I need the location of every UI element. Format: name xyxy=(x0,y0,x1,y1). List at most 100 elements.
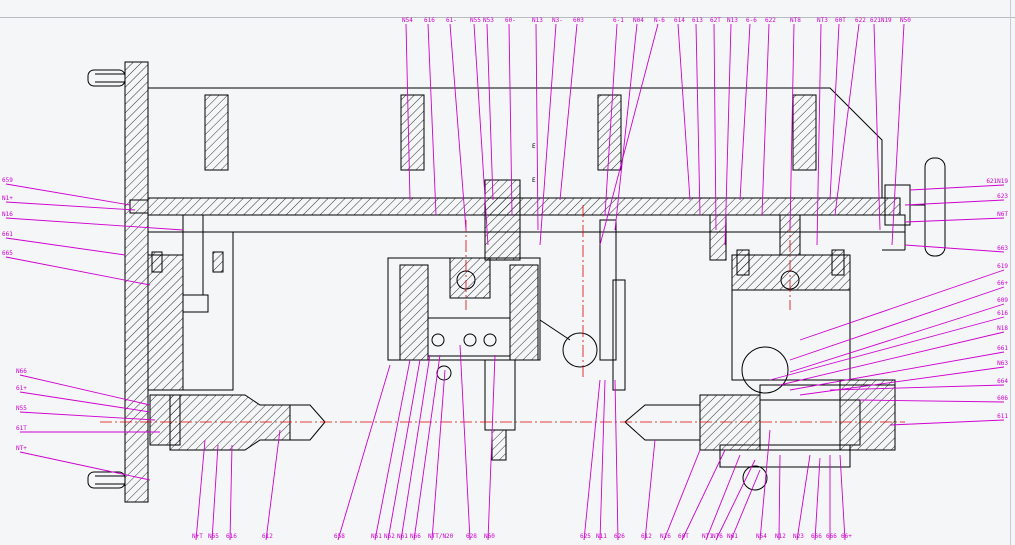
part-label[interactable]: N61 xyxy=(727,533,738,540)
viewport-edge xyxy=(1010,0,1011,545)
leader-line xyxy=(374,359,411,541)
part-label[interactable]: N55 xyxy=(16,405,27,412)
clamp-lever xyxy=(484,179,521,261)
part-label[interactable]: 661 xyxy=(997,345,1008,352)
part-label[interactable]: 612 xyxy=(641,533,652,540)
marker: E xyxy=(532,143,536,150)
lead-screw xyxy=(147,197,901,216)
part-label[interactable]: N55 xyxy=(470,17,481,24)
leader-line xyxy=(873,23,881,231)
part-label[interactable]: 612 xyxy=(262,533,273,540)
left-center-body xyxy=(169,394,291,451)
part-label[interactable]: N04 xyxy=(633,17,644,24)
part-label[interactable]: NTT/N20 xyxy=(428,533,454,540)
part-label[interactable]: NT3 xyxy=(817,17,828,24)
part-label[interactable]: NT8 xyxy=(790,17,801,24)
leader-line xyxy=(715,459,756,541)
part-label[interactable]: 60- xyxy=(505,17,516,24)
part-label[interactable]: N61 xyxy=(397,533,408,540)
part-label[interactable]: 616 xyxy=(424,17,435,24)
part-label[interactable]: 623 xyxy=(997,193,1008,200)
part-label[interactable]: 62T xyxy=(710,17,721,24)
part-label[interactable]: N6T xyxy=(997,211,1008,218)
part-label[interactable]: N65 xyxy=(208,533,219,540)
leader-line xyxy=(724,23,732,246)
part-label[interactable]: N66 xyxy=(16,368,27,375)
part-label[interactable]: N13 xyxy=(727,17,738,24)
part-label[interactable]: N53 xyxy=(483,17,494,24)
part-label[interactable]: N12 xyxy=(775,533,786,540)
part-label[interactable]: N63 xyxy=(997,360,1008,367)
leader-line xyxy=(789,351,1005,391)
part-label[interactable]: 60T xyxy=(678,533,689,540)
part-label[interactable]: 658 xyxy=(334,533,345,540)
part-label[interactable]: 66+ xyxy=(997,280,1008,287)
part-label[interactable]: N54 xyxy=(756,533,767,540)
part-label[interactable]: 659 xyxy=(2,177,13,184)
leader-line xyxy=(559,23,578,201)
part-label[interactable]: N60 xyxy=(484,533,495,540)
part-label[interactable]: 664 xyxy=(997,378,1008,385)
part-label[interactable]: 614 xyxy=(674,17,685,24)
part-label[interactable]: 622 xyxy=(855,17,866,24)
part-label[interactable]: 661 xyxy=(2,231,13,238)
left-center-cone xyxy=(290,404,326,441)
leader-line xyxy=(195,439,206,541)
part-label[interactable]: 663 xyxy=(997,245,1008,252)
part-label[interactable]: N11 xyxy=(596,533,607,540)
part-label[interactable]: 616 xyxy=(226,533,237,540)
part-label[interactable]: 603 xyxy=(573,17,584,24)
leader-line xyxy=(459,344,471,541)
part-label[interactable]: 60T xyxy=(835,17,846,24)
part-label[interactable]: 626 xyxy=(614,533,625,540)
leader-line xyxy=(614,379,619,541)
part-label[interactable]: 61+ xyxy=(16,385,27,392)
part-label[interactable]: N16 xyxy=(2,211,13,218)
top-left-bolt xyxy=(87,69,126,87)
part-label[interactable]: 61- xyxy=(446,17,457,24)
part-label[interactable]: NT6 xyxy=(712,533,723,540)
leader-line xyxy=(265,429,281,541)
leader-line xyxy=(583,379,601,541)
part-label[interactable]: 61T xyxy=(16,425,27,432)
leader-line xyxy=(891,23,905,246)
leader-line xyxy=(19,391,151,413)
part-label[interactable]: 621N19 xyxy=(986,178,1008,185)
part-label[interactable]: N54 xyxy=(402,17,413,24)
part-label[interactable]: NT+ xyxy=(16,445,27,452)
part-label[interactable]: 6-6 xyxy=(746,17,757,24)
part-label[interactable]: N3- xyxy=(552,17,563,24)
part-label[interactable]: NT1 xyxy=(702,533,713,540)
part-label[interactable]: N18 xyxy=(997,325,1008,332)
part-label[interactable]: 606 xyxy=(997,395,1008,402)
part-label[interactable]: 625 xyxy=(580,533,591,540)
leader-line xyxy=(829,23,840,201)
part-label[interactable]: 613 xyxy=(692,17,703,24)
part-label[interactable]: N-6 xyxy=(654,17,665,24)
part-label[interactable]: N+T xyxy=(192,533,203,540)
part-label[interactable]: 666 xyxy=(811,533,822,540)
leader-line xyxy=(449,23,467,231)
part-label[interactable]: 666 xyxy=(826,533,837,540)
part-label[interactable]: 621N19 xyxy=(870,17,892,24)
part-label[interactable]: 622 xyxy=(765,17,776,24)
part-label[interactable]: N16 xyxy=(660,533,671,540)
leader-line xyxy=(405,23,411,201)
part-label[interactable]: 66+ xyxy=(841,533,852,540)
part-label[interactable]: 611 xyxy=(997,413,1008,420)
part-label[interactable]: N52 xyxy=(384,533,395,540)
part-label[interactable]: 6-1 xyxy=(613,17,624,24)
part-label[interactable]: N13 xyxy=(532,17,543,24)
leader-line xyxy=(614,23,638,231)
part-label[interactable]: 616 xyxy=(997,310,1008,317)
part-label[interactable]: N51 xyxy=(371,533,382,540)
part-label[interactable]: 619 xyxy=(997,263,1008,270)
part-label[interactable]: N50 xyxy=(900,17,911,24)
part-label[interactable]: N1+ xyxy=(2,195,13,202)
part-label[interactable]: 609 xyxy=(997,297,1008,304)
part-label[interactable]: 665 xyxy=(2,250,13,257)
part-label[interactable]: N66 xyxy=(410,533,421,540)
part-label[interactable]: N23 xyxy=(793,533,804,540)
part-label[interactable]: 628 xyxy=(466,533,477,540)
